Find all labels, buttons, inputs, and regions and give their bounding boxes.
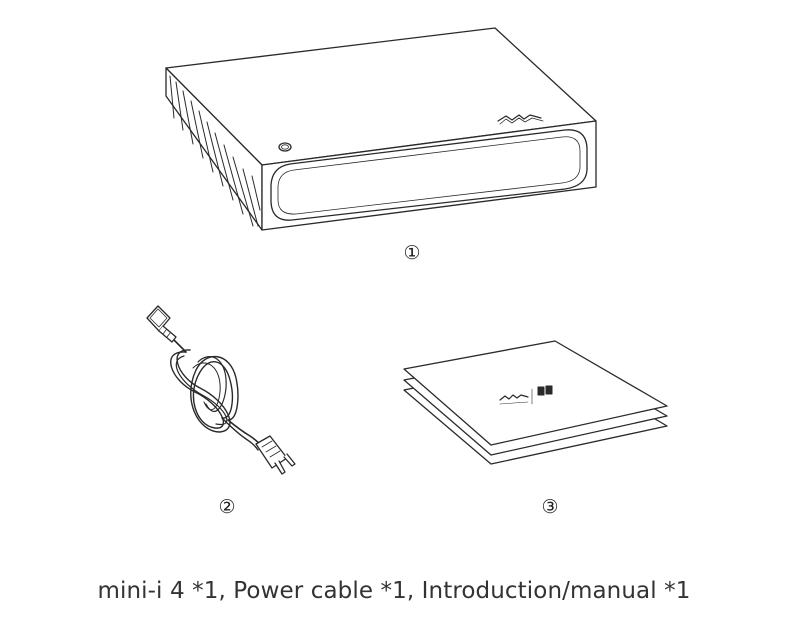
- item-number-1: ①: [403, 242, 421, 264]
- manual-image: [403, 340, 668, 465]
- power-cable-image: [146, 305, 296, 475]
- item-number-3: ③: [541, 496, 559, 518]
- mini-i-4-device-image: [165, 27, 597, 231]
- package-contents-caption: mini-i 4 *1, Power cable *1, Introductio…: [97, 578, 691, 604]
- item-number-2: ②: [218, 496, 236, 518]
